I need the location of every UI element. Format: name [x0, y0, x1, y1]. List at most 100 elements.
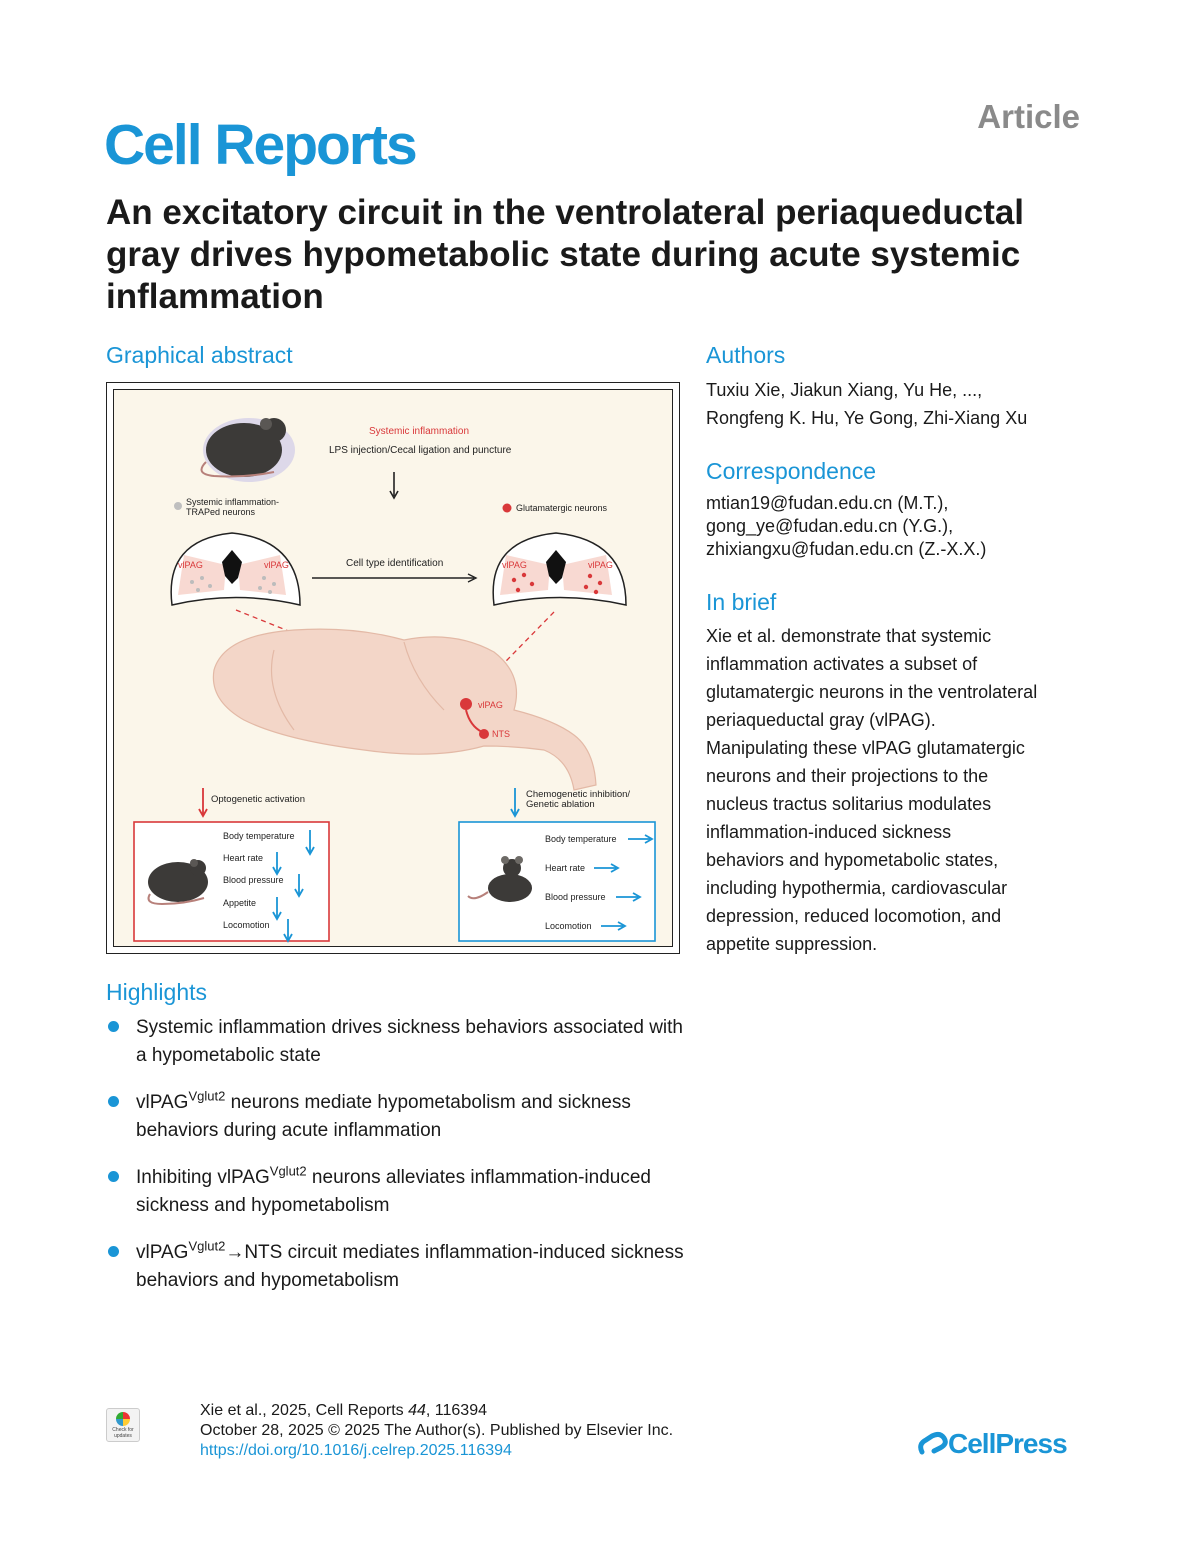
systemic-inflammation-label: Systemic inflammation [369, 426, 469, 437]
in-brief-text: Xie et al. demonstrate that systemic inf… [706, 622, 1096, 958]
highlight-text: →NTS circuit mediates inflammation-induc… [136, 1242, 684, 1291]
highlight-text: Systemic inflammation drives sickness be… [136, 1017, 683, 1066]
traped-legend-line2: TRAPed neurons [186, 507, 256, 517]
author-line-1: Tuxiu Xie, Jiakun Xiang, Yu He, ..., [706, 380, 983, 400]
journal-name: Cell Reports [104, 113, 418, 177]
correspondence-emails: mtian19@fudan.edu.cn (M.T.), gong_ye@fud… [706, 492, 986, 561]
highlight-superscript: Vglut2 [269, 1163, 307, 1179]
email-link[interactable]: gong_ye@fudan.edu.cn (Y.G.), [706, 516, 954, 536]
chemogenetic-label-line2: Genetic ablation [526, 799, 595, 810]
citation-footer: Xie et al., 2025, Cell Reports 44, 11639… [200, 1401, 673, 1461]
in-brief-line: nucleus tractus solitarius modulates [706, 794, 992, 814]
in-brief-line: periaqueductal gray (vlPAG). [706, 710, 936, 730]
cellpress-mark-icon [918, 1431, 948, 1455]
vlpag-label-right-1: vlPAG [502, 560, 527, 570]
correspondence-heading: Correspondence [706, 458, 877, 484]
citation-line: Xie et al., 2025, Cell Reports 44, 11639… [200, 1401, 673, 1421]
in-brief-line: including hypothermia, cardiovascular [706, 878, 1008, 898]
left-outcome-2: Heart rate [223, 853, 263, 863]
right-outcome-1: Body temperature [545, 834, 617, 844]
bullet-icon [108, 1171, 119, 1182]
decrease-arrow-icons [272, 830, 315, 943]
right-outcome-4: Locomotion [545, 921, 592, 931]
in-brief-line: Manipulating these vlPAG glutamatergic [706, 738, 1025, 758]
right-outcome-2: Heart rate [545, 863, 585, 873]
check-updates-icon [116, 1412, 130, 1426]
citation-volume: 44 [408, 1402, 426, 1419]
nts-label: NTS [492, 729, 510, 739]
vlpag-label-left-2: vlPAG [264, 560, 289, 570]
article-title: An excitatory circuit in the ventrolater… [106, 193, 1025, 316]
in-brief-heading: In brief [706, 589, 777, 615]
vlpag-label-left-1: vlPAG [178, 560, 203, 570]
glutamatergic-legend-label: Glutamatergic neurons [516, 503, 608, 513]
check-for-updates-badge[interactable]: Check for updates [106, 1408, 140, 1442]
right-outcome-3: Blood pressure [545, 892, 606, 902]
graphical-abstract: Systemic inflammation LPS injection/Ceca… [106, 382, 680, 954]
citation-article-number: , 116394 [425, 1402, 487, 1419]
midbrain-section-right [492, 532, 627, 606]
left-outcome-3: Blood pressure [223, 875, 284, 885]
midbrain-section-left [170, 532, 301, 606]
mouse-icon-top [200, 418, 295, 482]
check-updates-label: Check for updates [112, 1427, 134, 1439]
doi-link[interactable]: https://doi.org/10.1016/j.celrep.2025.11… [200, 1442, 512, 1459]
mouse-icon-activation [147, 859, 208, 906]
in-brief-line: inflammation activates a subset of [706, 654, 978, 674]
highlight-superscript: Vglut2 [188, 1238, 226, 1254]
in-brief-line: behaviors and hypometabolic states, [706, 850, 999, 870]
cellpress-logo: CellPress [918, 1428, 1068, 1460]
traped-legend-dot [174, 502, 182, 510]
author-line-2: Rongfeng K. Hu, Ye Gong, Zhi-Xiang Xu [706, 408, 1028, 428]
bullet-icon [108, 1096, 119, 1107]
down-arrow-icon [389, 472, 399, 500]
authors-heading: Authors [706, 342, 786, 368]
article-type-label: Article [977, 98, 1080, 135]
in-brief-line: Xie et al. demonstrate that systemic [706, 626, 992, 646]
cellpress-wordmark: CellPress [948, 1428, 1068, 1459]
email-link[interactable]: mtian19@fudan.edu.cn (M.T.), [706, 493, 949, 513]
mouse-icon-inhibition [467, 856, 532, 902]
bullet-icon [108, 1246, 119, 1257]
blue-down-arrow-icon [510, 788, 520, 818]
highlight-text: vlPAG [136, 1242, 189, 1263]
left-outcome-4: Appetite [223, 898, 256, 908]
highlight-text: vlPAG [136, 1092, 189, 1113]
highlight-item: vlPAGVglut2→NTS circuit mediates inflamm… [106, 1239, 696, 1295]
chemogenetic-label-line1: Chemogenetic inhibition/ [526, 789, 630, 800]
highlights-heading: Highlights [106, 979, 207, 1005]
red-down-arrow-icon [198, 788, 208, 818]
lps-label: LPS injection/Cecal ligation and punctur… [329, 445, 512, 456]
optogenetic-activation-label: Optogenetic activation [211, 794, 305, 805]
email-link[interactable]: zhixiangxu@fudan.edu.cn (Z.-X.X.) [706, 539, 987, 559]
cell-type-identification-label: Cell type identification [346, 558, 443, 569]
highlight-superscript: Vglut2 [188, 1088, 226, 1104]
highlight-item: vlPAGVglut2 neurons mediate hypometaboli… [106, 1089, 696, 1145]
traped-legend-line1: Systemic inflammation- [186, 497, 279, 507]
left-outcome-5: Locomotion [223, 920, 270, 930]
left-outcome-1: Body temperature [223, 831, 295, 841]
author-list: Tuxiu Xie, Jiakun Xiang, Yu He, ..., Ron… [706, 376, 1027, 432]
in-brief-line: neurons and their projections to the [706, 766, 989, 786]
right-arrow-icon [312, 573, 478, 583]
highlight-text: Inhibiting vlPAG [136, 1167, 270, 1188]
brain-sagittal-illustration [212, 628, 597, 791]
glutamatergic-legend-dot [502, 503, 512, 513]
in-brief-line: depression, reduced locomotion, and [706, 906, 1002, 926]
in-brief-line: appetite suppression. [706, 934, 878, 954]
graphical-abstract-figure: Systemic inflammation LPS injection/Ceca… [133, 418, 656, 943]
vlpag-label-brain: vlPAG [478, 700, 503, 710]
bullet-icon [108, 1021, 119, 1032]
highlight-item: Inhibiting vlPAGVglut2 neurons alleviate… [106, 1164, 696, 1220]
in-brief-line: inflammation-induced sickness [706, 822, 952, 842]
highlight-text: neurons alleviates inflammation-induced … [136, 1167, 651, 1216]
unchanged-arrow-icons [594, 834, 654, 931]
vlpag-label-right-2: vlPAG [588, 560, 613, 570]
highlights-list: Systemic inflammation drives sickness be… [106, 1014, 696, 1314]
highlight-text: neurons mediate hypometabolism and sickn… [136, 1092, 631, 1141]
citation-text: Xie et al., 2025, Cell Reports [200, 1402, 409, 1419]
date-copyright-line: October 28, 2025 © 2025 The Author(s). P… [200, 1422, 674, 1439]
highlight-item: Systemic inflammation drives sickness be… [106, 1014, 696, 1070]
graphical-abstract-heading: Graphical abstract [106, 342, 293, 368]
in-brief-line: glutamatergic neurons in the ventrolater… [706, 682, 1038, 702]
